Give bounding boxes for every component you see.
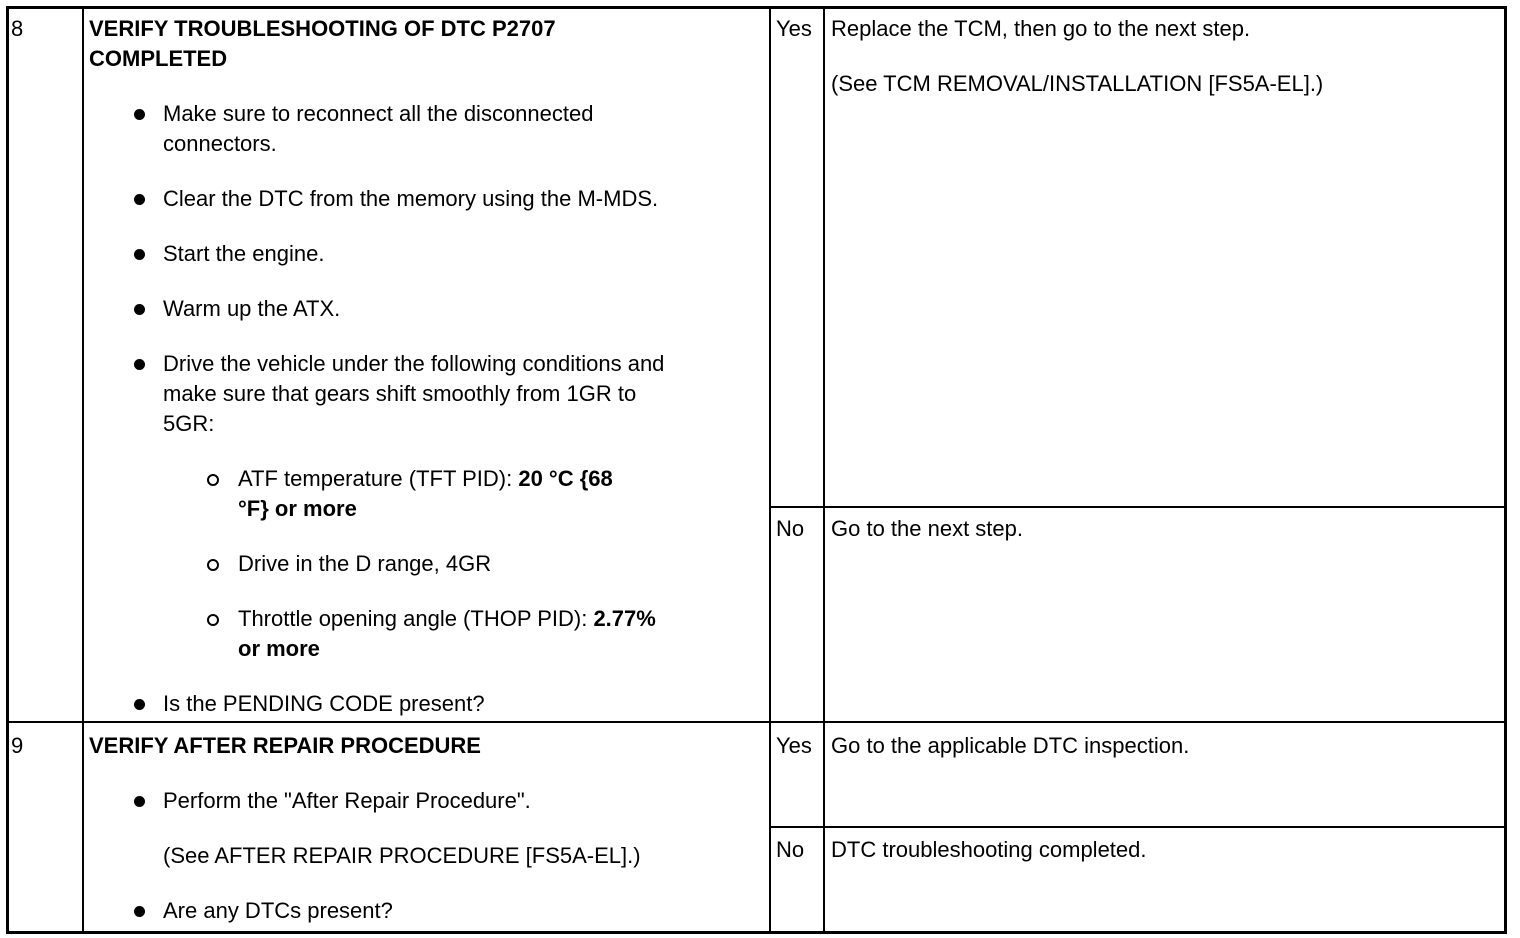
yes-label: Yes [776, 733, 812, 758]
yes-no-divider [771, 506, 1505, 508]
instruction: connectors. [163, 131, 277, 156]
instruction: Start the engine. [163, 241, 325, 266]
yes-no-divider [771, 826, 1505, 828]
yes-action-reference: (See TCM REMOVAL/INSTALLATION [FS5A-EL].… [831, 71, 1324, 96]
condition: Drive in the D range, 4GR [238, 551, 492, 576]
no-label: No [776, 837, 805, 862]
yes-label: Yes [776, 16, 812, 41]
bullet-icon [134, 109, 145, 120]
bullet-icon [134, 699, 145, 710]
column-divider [823, 8, 825, 932]
bullet-icon [134, 304, 145, 315]
condition-text: Throttle opening angle (THOP PID): [238, 606, 594, 631]
yes-action: Go to the applicable DTC inspection. [831, 733, 1190, 758]
row-divider [8, 721, 1505, 723]
instruction: make sure that gears shift smoothly from… [163, 381, 637, 406]
step-number: 9 [11, 733, 24, 758]
bullet-icon [134, 906, 145, 917]
condition-value: or more [238, 636, 320, 661]
condition-text: ATF temperature (TFT PID): [238, 466, 519, 491]
step-number: 8 [11, 16, 24, 41]
instruction: Make sure to reconnect all the disconnec… [163, 101, 594, 126]
no-action: DTC troubleshooting completed. [831, 837, 1147, 862]
instruction: Perform the "After Repair Procedure". [163, 788, 531, 813]
step-title: VERIFY TROUBLESHOOTING OF DTC P2707 [89, 16, 556, 41]
bullet-icon [134, 796, 145, 807]
instruction: Clear the DTC from the memory using the … [163, 186, 659, 211]
condition-value: °F} or more [238, 496, 357, 521]
instruction-reference: (See AFTER REPAIR PROCEDURE [FS5A-EL].) [163, 843, 641, 868]
bullet-icon [134, 359, 145, 370]
sub-bullet-icon [207, 559, 219, 571]
condition-value: 2.77% [593, 606, 656, 631]
no-action: Go to the next step. [831, 516, 1024, 541]
bullet-icon [134, 194, 145, 205]
instruction: Drive the vehicle under the following co… [163, 351, 665, 376]
condition: Throttle opening angle (THOP PID): 2.77% [238, 604, 656, 634]
sub-bullet-icon [207, 614, 219, 626]
column-divider [82, 8, 84, 932]
column-divider [769, 8, 771, 932]
instruction: Warm up the ATX. [163, 296, 341, 321]
condition: ATF temperature (TFT PID): 20 °C {68 [238, 464, 613, 494]
troubleshooting-table [6, 6, 1507, 934]
bullet-icon [134, 249, 145, 260]
sub-bullet-icon [207, 474, 219, 486]
question: Are any DTCs present? [163, 898, 393, 923]
condition-value: 20 °C {68 [518, 466, 613, 491]
question: Is the PENDING CODE present? [163, 691, 485, 716]
yes-action: Replace the TCM, then go to the next ste… [831, 16, 1251, 41]
instruction: 5GR: [163, 411, 215, 436]
step-title-line2: COMPLETED [89, 46, 228, 71]
step-title: VERIFY AFTER REPAIR PROCEDURE [89, 733, 481, 758]
no-label: No [776, 516, 805, 541]
